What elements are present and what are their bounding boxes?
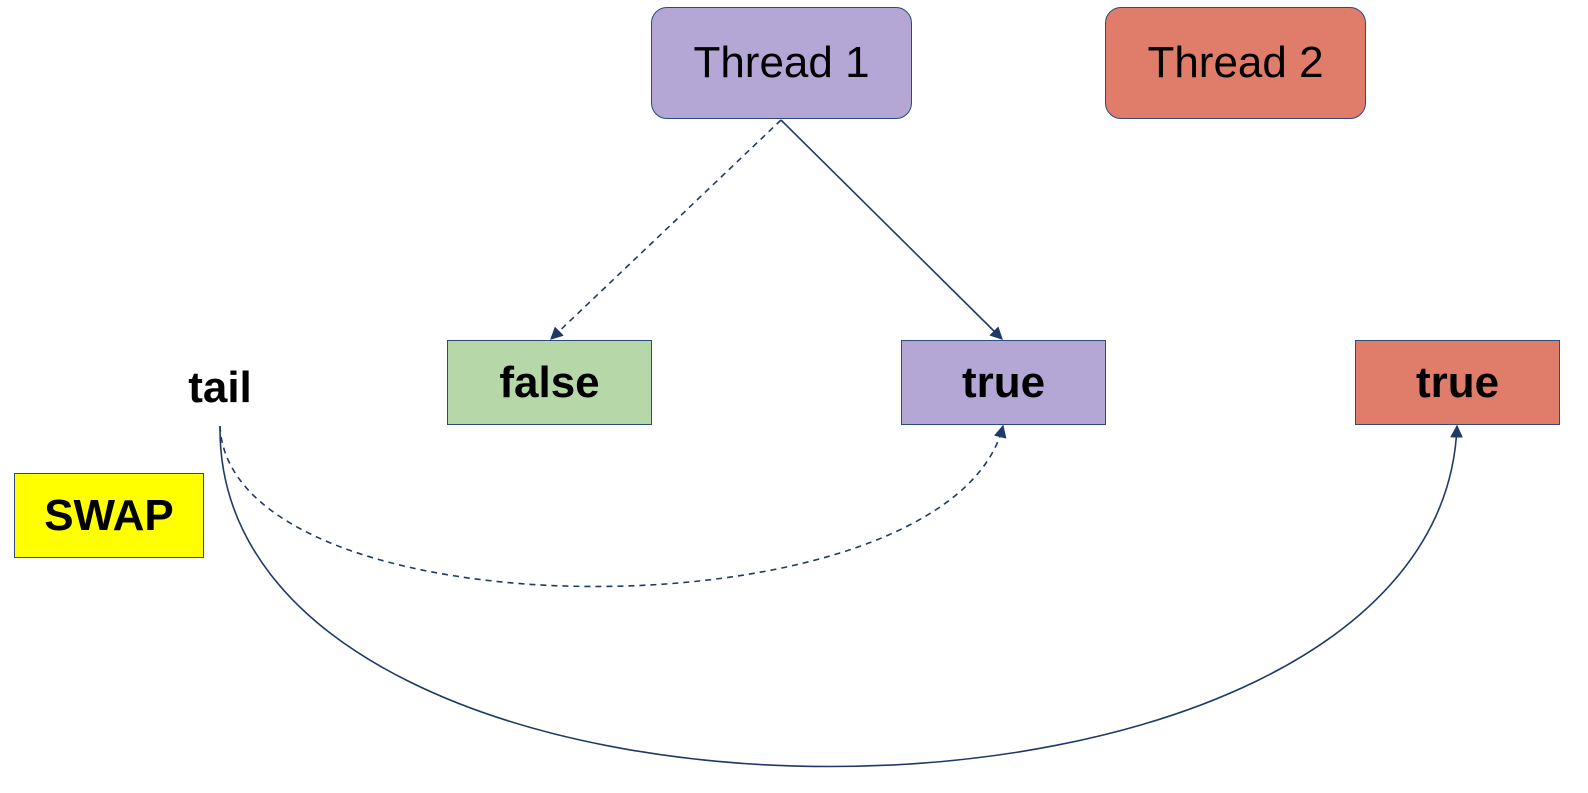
edge-thread1-to-true [780,119,1003,340]
flag-true-thread2-node: true [1355,340,1560,425]
edge-thread1-to-false [550,119,782,340]
tail-pointer-label: tail [188,363,252,412]
thread-2-node: Thread 2 [1105,7,1366,119]
edge-tail-to-true-purple [219,424,1007,588]
swap-operation-label: SWAP [14,473,204,558]
thread-1-node: Thread 1 [651,7,912,119]
flag-false-node: false [447,340,652,425]
flag-true-thread1-node: true [901,340,1106,425]
edge-tail-to-true-red [219,424,1463,768]
